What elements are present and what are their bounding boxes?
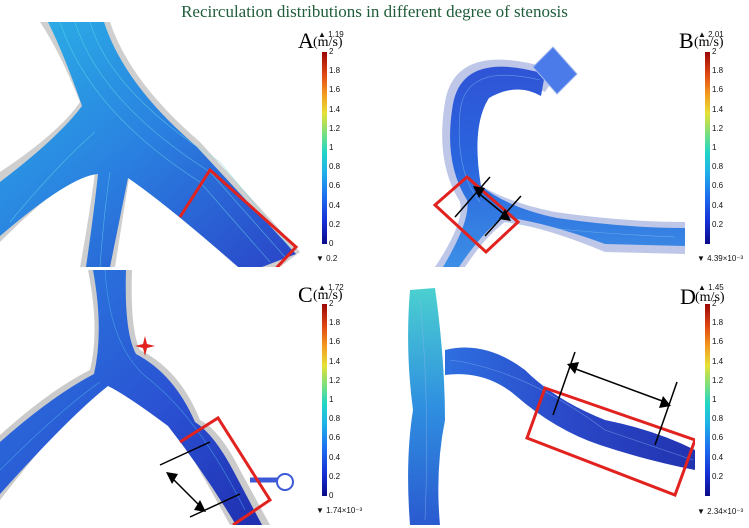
stenosis-box-a (178, 167, 299, 267)
panel-d-image (405, 280, 695, 525)
colorbar-tick: 1.2 (329, 375, 341, 385)
colorbar-tick: 0 (329, 491, 334, 500)
panel-b-colorbar (705, 52, 710, 244)
recirculation-length-arrow-d (552, 351, 678, 446)
colorbar-tick: 0.4 (712, 452, 724, 462)
colorbar-tick: 1.6 (329, 85, 341, 95)
stenosis-box-c (179, 415, 273, 525)
stenosis-box-b (432, 175, 521, 255)
colorbar-tick: 0.8 (329, 162, 341, 172)
panel-c-label: C (298, 282, 313, 307)
panel-b-image (405, 22, 685, 267)
colorbar-tick: 0.8 (712, 162, 724, 172)
panel-c-unit: (m/s) (313, 288, 343, 303)
colorbar-tick: 0.4 (329, 200, 341, 210)
colorbar-tick: 1.2 (712, 123, 724, 133)
colorbar-tick: 0.6 (329, 181, 341, 191)
colorbar-tick: 1.6 (712, 337, 724, 347)
colorbar-tick: 0.8 (329, 414, 341, 424)
colorbar-tick: 1 (329, 395, 334, 404)
panel-c-max: ▲ 1.72 (318, 283, 344, 292)
recirculation-length-arrow-c (159, 441, 241, 518)
colorbar-tick: 1.2 (329, 123, 341, 133)
colorbar-tick: 0.6 (329, 433, 341, 443)
colorbar-tick: 0.6 (712, 181, 724, 191)
panel-d-unit: (m/s) (695, 290, 725, 305)
colorbar-tick: 1 (329, 143, 334, 152)
colorbar-tick: 1.4 (329, 356, 341, 366)
panel-a-image (0, 22, 300, 267)
colorbar-tick: 0.4 (712, 200, 724, 210)
colorbar-tick: 1 (712, 143, 717, 152)
colorbar-tick: 1.2 (712, 375, 724, 385)
panel-c-image (0, 270, 300, 525)
panel-d-max: ▲ 1.45 (698, 283, 724, 292)
colorbar-tick: 0.2 (712, 219, 724, 229)
panel-a-unit: (m/s) (313, 35, 343, 50)
panel-b-label: B (679, 28, 694, 53)
panel-c-colorbar (322, 304, 327, 496)
panel-a-min: ▼ 0.2 (316, 254, 338, 263)
colorbar-tick: 1.8 (712, 66, 724, 76)
colorbar-tick: 1.4 (329, 104, 341, 114)
colorbar-tick: 1.6 (329, 337, 341, 347)
colorbar-tick: 1.4 (712, 356, 724, 366)
panel-d-colorbar (705, 304, 710, 496)
colorbar-tick: 0.2 (329, 471, 341, 481)
panel-a-max: ▲ 1.19 (318, 30, 344, 39)
figure-title: Recirculation distributions in different… (181, 2, 568, 21)
panel-d-label: D (680, 284, 696, 309)
colorbar-tick: 1.4 (712, 104, 724, 114)
panel-c-min: ▼ 1.74×10⁻³ (316, 506, 363, 515)
colorbar-tick: 1 (712, 395, 717, 404)
colorbar-tick: 0 (329, 239, 334, 248)
stenosis-box-d (525, 386, 695, 497)
panel-d-min: ▼ 2.34×10⁻³ (697, 507, 744, 516)
colorbar-tick: 0.6 (712, 433, 724, 443)
colorbar-tick: 0.4 (329, 452, 341, 462)
panel-a-colorbar (322, 52, 327, 244)
colorbar-tick: 2 (712, 47, 717, 56)
colorbar-tick: 2 (329, 47, 334, 56)
colorbar-tick: 2 (712, 299, 717, 308)
panel-b-max: ▲ 2.01 (698, 30, 724, 39)
colorbar-tick: 0.8 (712, 414, 724, 424)
colorbar-tick: 1.8 (712, 318, 724, 328)
colorbar-tick: 0.2 (329, 219, 341, 229)
panel-a-label: A (298, 28, 314, 53)
colorbar-tick: 2 (329, 299, 334, 308)
colorbar-tick: 0.2 (712, 471, 724, 481)
panel-b-min: ▼ 4.39×10⁻³ (697, 254, 744, 263)
colorbar-tick: 1.8 (329, 318, 341, 328)
panel-b-unit: (m/s) (694, 35, 724, 50)
colorbar-tick: 1.8 (329, 66, 341, 76)
colorbar-tick: 1.6 (712, 85, 724, 95)
